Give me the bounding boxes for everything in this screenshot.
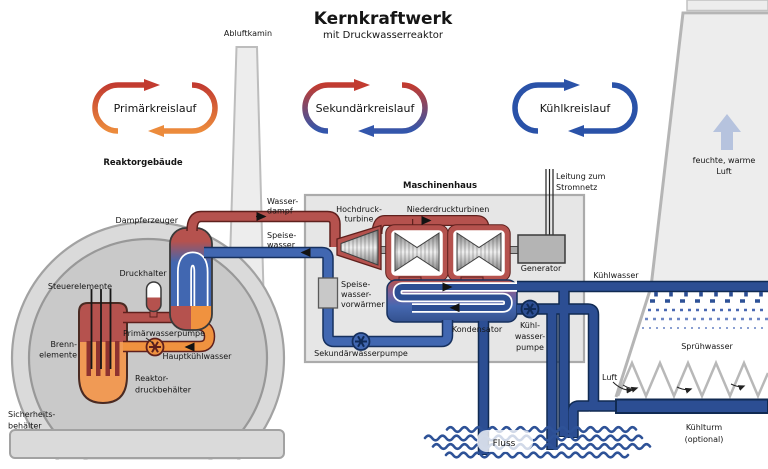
label-tower-2: (optional) <box>685 435 724 444</box>
label-main-coolant: Hauptkühlwasser <box>163 352 233 361</box>
river-label-pill <box>477 430 533 452</box>
secondary-pump <box>351 332 371 351</box>
label-cooling-pump-2: wasser- <box>515 332 545 341</box>
primary-pump <box>145 337 165 357</box>
label-vessel-2: druckbehälter <box>135 386 192 395</box>
grid-lines <box>545 169 554 237</box>
label-steam-2: dampf <box>267 207 293 216</box>
label-pressurizer: Druckhalter <box>119 269 167 278</box>
label-moist-air-2: Luft <box>716 167 731 176</box>
cooling-pipes <box>479 282 768 454</box>
sg-hot-chamber <box>170 306 191 330</box>
page-title: Kernkraftwerk <box>314 9 453 29</box>
label-lp-turbines: Niederdruckturbinen <box>407 205 490 214</box>
lp-turbine-1 <box>385 224 449 282</box>
river <box>423 425 652 459</box>
label-air: Luft <box>602 373 617 382</box>
reactor-pressure-vessel <box>78 302 128 405</box>
label-hp-turbine-2: turbine <box>345 215 374 224</box>
primary-circuit <box>78 227 216 405</box>
label-control-rods: Steuerelemente <box>48 282 112 291</box>
label-hp-turbine-1: Hochdruck- <box>336 205 382 214</box>
label-primary-pump: Primärwasserpumpe <box>123 329 205 338</box>
legend-cooling-loop <box>512 79 638 137</box>
hp-turbine <box>336 224 382 271</box>
spray-system <box>642 292 768 329</box>
air-flow-arrow <box>730 383 746 391</box>
tower-basin <box>615 398 768 414</box>
label-cooling-pump-3: pumpe <box>516 343 544 352</box>
flow-arrows <box>256 212 460 313</box>
secondary-circuit <box>186 169 566 351</box>
tower-fill-lattice <box>616 359 768 400</box>
tower-top-block <box>686 0 768 12</box>
label-feedwater-2: wasser <box>267 241 296 250</box>
steam-pipe <box>187 212 340 247</box>
label-secondary-pump: Sekundärwasserpumpe <box>314 349 408 358</box>
label-grid-2: Stromnetz <box>556 183 597 192</box>
label-chimney: Abluftkamin <box>224 29 272 38</box>
label-moist-air-1: feuchte, warme <box>693 156 756 165</box>
label-cooling-loop: Kühlkreislauf <box>540 102 612 115</box>
pressurizer <box>145 281 162 313</box>
condenser-tube <box>394 284 517 311</box>
label-preheater-2: wasser- <box>341 290 371 299</box>
label-secondary-loop: Sekundärkreislauf <box>316 102 416 115</box>
label-river: Fluss <box>493 439 516 449</box>
moist-air-arrow-icon <box>713 114 741 150</box>
label-tower-1: Kühlturm <box>686 423 723 432</box>
luft-leader-arrow <box>612 381 634 394</box>
cooling-water-pump <box>520 299 540 319</box>
tower-wall <box>614 11 768 398</box>
label-preheater-1: Speise- <box>341 280 370 289</box>
label-feedwater-1: Speise- <box>267 231 296 240</box>
steam-generator <box>169 227 213 331</box>
feedwater-preheater <box>317 277 339 309</box>
label-primary-loop: Primärkreislauf <box>114 102 198 115</box>
label-grid-1: Leitung zum <box>556 172 606 181</box>
legend-primary-loop <box>92 79 218 137</box>
generator <box>517 234 566 264</box>
legend-secondary-loop <box>302 79 428 137</box>
label-machine-hall: Maschinenhaus <box>403 181 477 191</box>
label-condenser: Kondensator <box>452 325 503 334</box>
label-reactor-building: Reaktorgebäude <box>103 158 183 168</box>
label-preheater-3: vorwärmer <box>341 300 385 309</box>
pump-leader-line <box>145 337 154 344</box>
label-spray: Sprühwasser <box>681 342 733 351</box>
fuel-elements <box>86 341 120 376</box>
control-rods <box>90 289 112 369</box>
label-fuel-1: Brenn- <box>50 340 77 349</box>
label-generator: Generator <box>521 264 562 273</box>
label-fuel-2: elemente <box>39 351 77 360</box>
building-base <box>9 429 285 459</box>
tower-shell <box>652 15 768 286</box>
lp-turbine-2 <box>447 224 511 282</box>
feedwater-pipe <box>204 248 452 346</box>
base-mask <box>0 459 310 469</box>
label-vessel-1: Reaktor- <box>135 374 168 383</box>
label-steam-generator: Dampferzeuger <box>116 216 179 225</box>
page-subtitle: mit Druckwasserreaktor <box>323 30 444 41</box>
sg-cold-chamber <box>191 306 212 330</box>
label-containment-2: behälter <box>8 422 42 431</box>
label-cooling-water: Kühlwasser <box>593 271 639 280</box>
label-containment-1: Sicherheits- <box>8 410 55 419</box>
cooling-tower <box>614 0 768 400</box>
air-flow-arrow <box>622 384 639 393</box>
air-flow-arrow <box>676 386 693 394</box>
label-cooling-pump-1: Kühl- <box>520 321 540 330</box>
label-steam-1: Wasser- <box>267 197 298 206</box>
sg-utube <box>178 253 207 315</box>
